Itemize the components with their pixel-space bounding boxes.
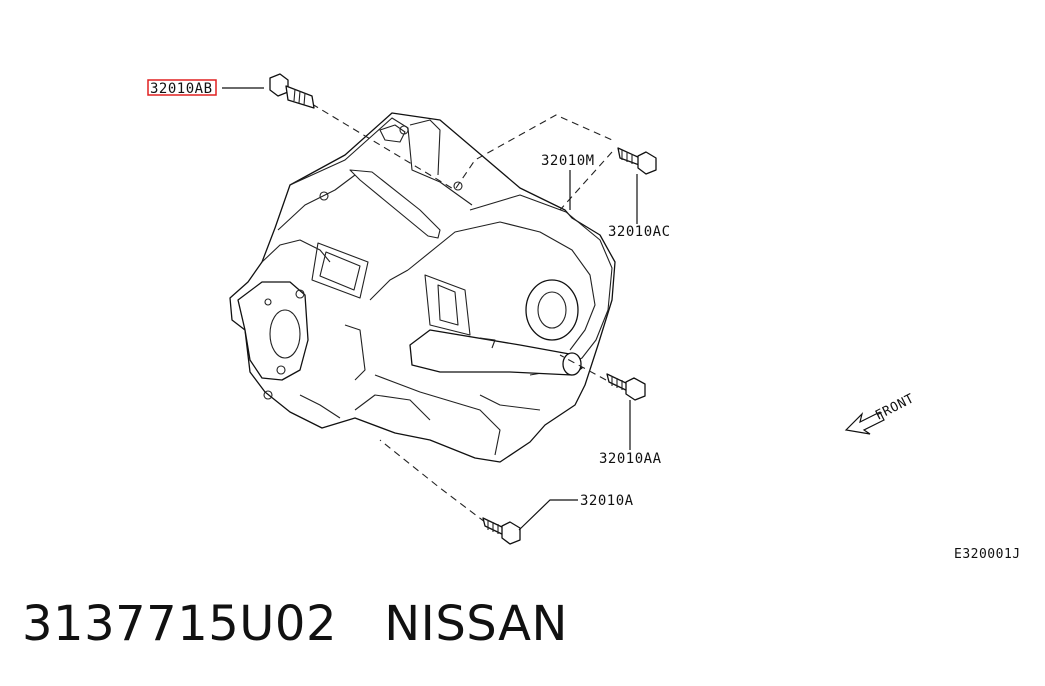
part-label-32010ab: 32010AB [150, 81, 213, 97]
front-indicator: FRONT [844, 391, 917, 435]
highlight-box [147, 79, 217, 96]
dashed-leaders [311, 103, 613, 523]
bolt-32010a [482, 517, 521, 545]
part-label-32010a: 32010A [580, 493, 634, 509]
front-arrow-icon [844, 411, 885, 435]
footer-caption: 3137715U02 NISSAN [22, 596, 568, 652]
bolt-32010aa [606, 373, 646, 401]
bolt-32010ab [269, 73, 315, 109]
bolt-32010ac [617, 147, 657, 175]
footer-brand: NISSAN [384, 596, 568, 652]
part-label-32010aa: 32010AA [599, 451, 662, 467]
part-label-32010m: 32010M [541, 153, 595, 169]
part-label-32010ac: 32010AC [608, 224, 671, 240]
transmission-case [229, 112, 616, 463]
callout-lines [222, 87, 638, 531]
footer-part-number: 3137715U02 [22, 596, 337, 652]
front-label: FRONT [873, 391, 917, 423]
diagram-code: E320001J [954, 547, 1021, 562]
